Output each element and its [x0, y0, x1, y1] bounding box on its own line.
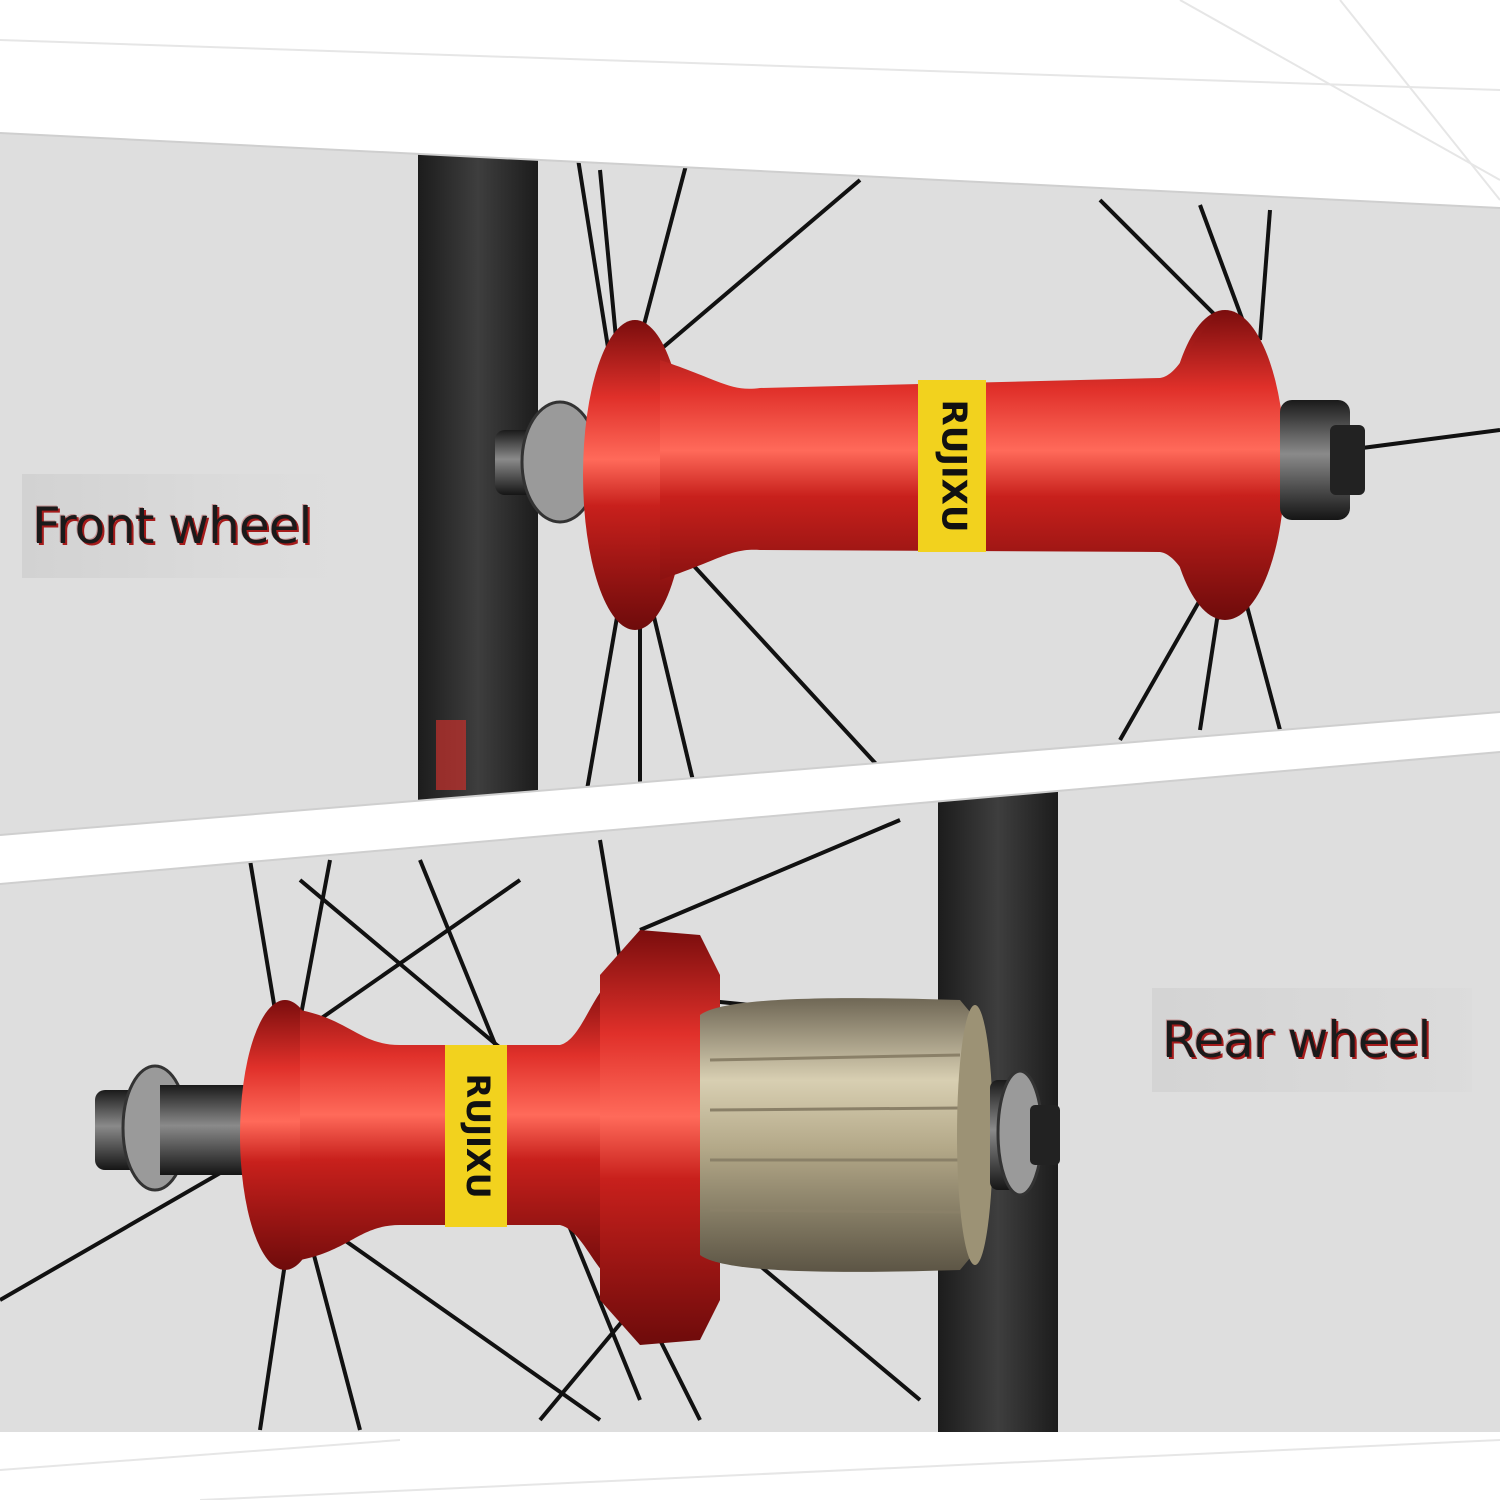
front-wheel-label: Front wheel [22, 474, 352, 578]
rear-brand-band [445, 1045, 507, 1227]
rear-right-flange [600, 930, 720, 1345]
rear-wheel-label: Rear wheel [1152, 988, 1472, 1092]
front-hub-brand: RUJIXU [934, 400, 974, 533]
rear-hub-brand: RUJIXU [459, 1073, 497, 1198]
rear-wheel-panel [0, 752, 1500, 1432]
freehub-splines [709, 1053, 961, 1214]
front-brand-band [918, 380, 986, 552]
freehub-body [700, 998, 985, 1272]
front-wheel-label-text: Front wheel [32, 497, 312, 555]
rear-wheel-label-text: Rear wheel [1162, 1011, 1431, 1069]
